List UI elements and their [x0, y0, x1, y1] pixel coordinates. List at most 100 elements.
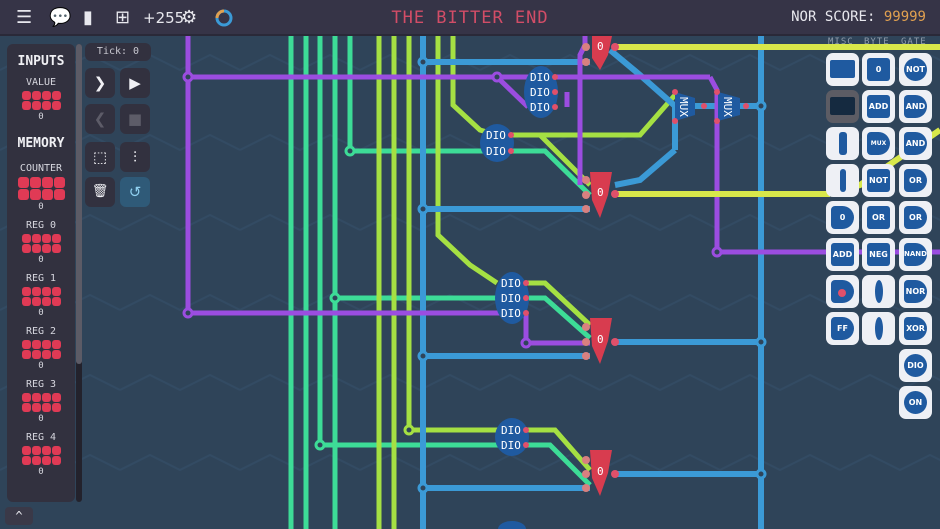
svg-text:DIO: DIO — [501, 307, 521, 320]
memory-bits — [7, 393, 75, 412]
memory-value: 0 — [38, 414, 44, 424]
palette-screen-block[interactable] — [826, 90, 859, 123]
top-bar: ☰ 💬 ▮ ⊞ +255 ⚙ THE BITTER END NOR SCORE:… — [0, 0, 940, 36]
register-components: 0 0 0 0 — [590, 36, 612, 496]
svg-text:DIO: DIO — [530, 101, 550, 114]
memory-counter[interactable]: COUNTER 0 — [7, 163, 75, 212]
step-forward-button[interactable]: ❯ — [85, 68, 115, 98]
score-value: 99999 — [883, 9, 926, 25]
svg-text:DIO: DIO — [501, 292, 521, 305]
select-tool-button[interactable]: ⬚ — [85, 142, 115, 172]
memory-label: REG 3 — [25, 379, 57, 390]
palette-gate-not[interactable]: NOT — [899, 53, 932, 86]
memory-label: COUNTER — [19, 163, 63, 174]
palette-gate-dio[interactable]: DIO — [899, 349, 932, 382]
palette-gate-or3[interactable]: OR — [899, 201, 932, 234]
memory-bits — [7, 340, 75, 359]
loading-ring-icon[interactable] — [214, 8, 234, 33]
svg-text:DIO: DIO — [530, 86, 550, 99]
memory-heading: MEMORY — [17, 136, 65, 151]
svg-text:MUX: MUX — [721, 97, 734, 117]
palette-byte-join[interactable] — [862, 312, 895, 345]
palette-gate-nor[interactable]: NOR — [899, 275, 932, 308]
memory-value: 0 — [38, 467, 44, 477]
svg-text:0: 0 — [597, 333, 604, 346]
memory-reg-0[interactable]: REG 0 0 — [7, 220, 75, 265]
play-button[interactable]: ▶ — [120, 68, 150, 98]
memory-bits — [7, 234, 75, 253]
svg-text:DIO: DIO — [530, 71, 550, 84]
memory-label: REG 4 — [25, 432, 57, 443]
collapse-panel-button[interactable]: ^ — [5, 507, 33, 525]
palette-byte-or[interactable]: OR — [862, 201, 895, 234]
svg-text:DIO: DIO — [501, 439, 521, 452]
step-back-button[interactable]: ❮ — [85, 104, 115, 134]
palette-gate-and[interactable]: AND — [899, 90, 932, 123]
memory-bits — [7, 177, 75, 200]
palette-byte-zero[interactable]: 0 — [862, 53, 895, 86]
score-label: NOR SCORE: — [791, 9, 876, 25]
svg-text:MUX: MUX — [677, 97, 690, 117]
delete-button[interactable]: 🗑 — [85, 177, 115, 207]
hierarchy-icon[interactable]: ⊞ — [115, 7, 131, 28]
component-count: +255 — [143, 9, 185, 27]
memory-value: 0 — [38, 202, 44, 212]
palette-gate-xor[interactable]: XOR — [899, 312, 932, 345]
palette-input-block[interactable] — [826, 53, 859, 86]
svg-text:0: 0 — [597, 465, 604, 478]
palette-gate-or[interactable]: OR — [899, 164, 932, 197]
palette-flipflop[interactable]: FF — [826, 312, 859, 345]
memory-bits — [7, 446, 75, 465]
score-display: NOR SCORE: 99999 — [791, 9, 926, 25]
mux-components: MUX MUX — [675, 92, 740, 121]
palette-output[interactable] — [826, 275, 859, 308]
palette-header-gate: GATE — [901, 37, 927, 47]
palette-header-misc: MISC — [828, 37, 854, 47]
memory-value: 0 — [38, 308, 44, 318]
palette-byte-mux[interactable]: MUX — [862, 127, 895, 160]
memory-value: 0 — [38, 361, 44, 371]
palette-byte-const[interactable]: 0 — [826, 201, 859, 234]
chat-icon[interactable]: 💬 — [49, 7, 72, 28]
palette-byte-not[interactable]: NOT — [862, 164, 895, 197]
io-panel: INPUTS VALUE 0 MEMORY COUNTER 0 REG 0 0 … — [7, 44, 75, 502]
panel-scrollbar-thumb[interactable] — [76, 44, 82, 364]
circuit-wires[interactable]: DIO DIO DIO DIO DIO DIO DIO DIO DIO DIO … — [0, 36, 940, 529]
svg-text:DIO: DIO — [486, 145, 506, 158]
palette-byte-add[interactable]: ADD — [862, 90, 895, 123]
svg-text:0: 0 — [597, 186, 604, 199]
stop-button[interactable]: ■ — [120, 104, 150, 134]
book-icon[interactable]: ▮ — [83, 7, 93, 28]
gear-icon[interactable]: ⚙ — [181, 7, 198, 28]
palette-byte-split[interactable] — [862, 275, 895, 308]
menu-icon[interactable]: ☰ — [16, 7, 33, 28]
memory-label: REG 0 — [25, 220, 57, 231]
palette-byte-neg[interactable]: NEG — [862, 238, 895, 271]
memory-reg-1[interactable]: REG 1 0 — [7, 273, 75, 318]
memory-reg-4[interactable]: REG 4 0 — [7, 432, 75, 477]
svg-text:DIO: DIO — [501, 424, 521, 437]
memory-reg-3[interactable]: REG 3 0 — [7, 379, 75, 424]
memory-reg-2[interactable]: REG 2 0 — [7, 326, 75, 371]
input-label: VALUE — [25, 77, 57, 88]
memory-label: REG 2 — [25, 326, 57, 337]
memory-bits — [7, 287, 75, 306]
inputs-heading: INPUTS — [17, 54, 65, 69]
palette-gate-and3[interactable]: AND — [899, 127, 932, 160]
palette-demux[interactable] — [826, 127, 859, 160]
memory-label: REG 1 — [25, 273, 57, 284]
palette-adder[interactable]: ADD — [826, 238, 859, 271]
palette-gate-nand[interactable]: NAND — [899, 238, 932, 271]
svg-text:0: 0 — [597, 40, 604, 53]
probe-tool-button[interactable]: ⫶ — [120, 142, 150, 172]
dio-components: DIO DIO DIO DIO DIO DIO DIO DIO DIO DIO — [480, 66, 558, 529]
palette-bus[interactable] — [826, 164, 859, 197]
undo-button[interactable]: ↺ — [120, 177, 150, 207]
palette-gate-on[interactable]: ON — [899, 386, 932, 419]
palette-header-byte: BYTE — [864, 37, 890, 47]
input-value[interactable]: VALUE 0 — [7, 77, 75, 122]
svg-text:DIO: DIO — [486, 129, 506, 142]
tick-counter: Tick: 0 — [85, 43, 151, 61]
input-value-text: 0 — [38, 112, 44, 122]
input-bits[interactable] — [7, 91, 75, 110]
